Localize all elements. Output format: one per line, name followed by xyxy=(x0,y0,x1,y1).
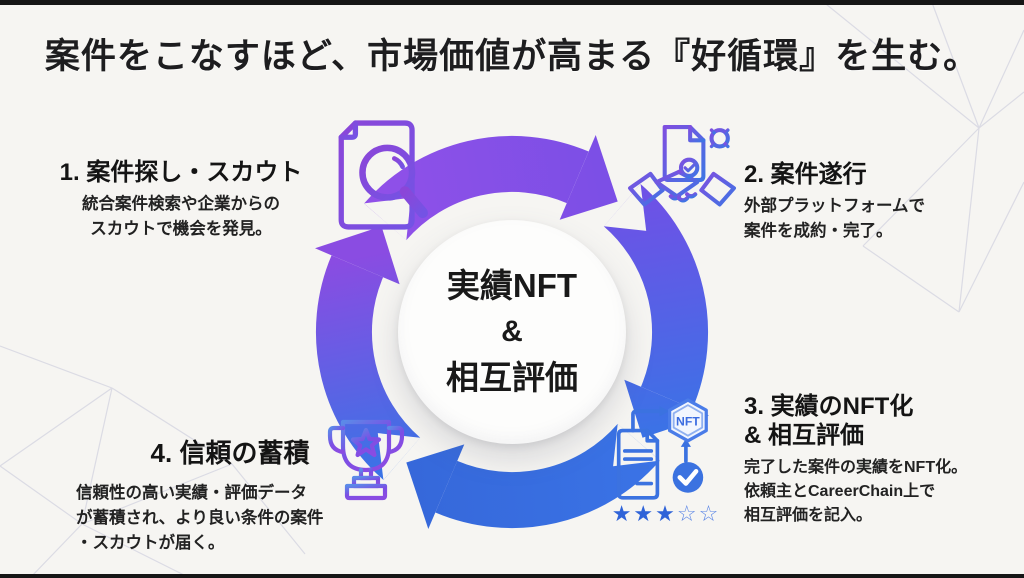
trophy-icon xyxy=(327,419,405,501)
rating-stars-empty: ☆☆ xyxy=(676,501,721,526)
mesh-decoration-bottom-left xyxy=(0,345,306,578)
step-2-desc-line-1: 外部プラットフォームで xyxy=(744,197,926,216)
step-3-heading-line-2: & 相互評価 xyxy=(744,422,864,450)
step-3-desc-line-1: 完了した案件の実績をNFT化。 xyxy=(744,458,968,476)
step-4-desc-line-1: 信頼性の高い実績・評価データ xyxy=(76,484,307,502)
step-3-description: 完了した案件の実績をNFT化。 依頼主とCareerChain上で 相互評価を記… xyxy=(744,456,1016,528)
step-4-desc-line-3: ・スカウトが届く。 xyxy=(76,533,225,552)
step-2-block: 2. 案件遂行 外部プラットフォームで 案件を成約・完了。 xyxy=(744,160,1000,244)
step-2-description: 外部プラットフォームで 案件を成約・完了。 xyxy=(744,194,1000,244)
center-cycle-label: 実績NFT & 相互評価 xyxy=(398,220,626,444)
step-4-desc-lines: 信頼性の高い実績・評価データ が蓄積され、より良い条件の案件 ・スカウトが届く。 xyxy=(76,481,376,555)
step-3-block: 3. 実績のNFT化 & 相互評価 完了した案件の実績をNFT化。 依頼主とCa… xyxy=(744,392,1016,528)
center-line-1: 実績NFT xyxy=(446,267,578,305)
step-3-desc-line-3: 相互評価を記入。 xyxy=(744,506,873,524)
step-3-heading: 3. 実績のNFT化 & 相互評価 xyxy=(744,392,1016,451)
bottom-edge-bar xyxy=(0,574,1024,578)
step-1-description: 統合案件検索や企業からの スカウトで機会を発見。 xyxy=(38,192,324,242)
step-4-heading-block: 4. 信頼の蓄積 xyxy=(100,438,360,470)
step-2-heading: 2. 案件遂行 xyxy=(744,161,867,188)
page-title: 案件をこなすほど、市場価値が高まる『好循環』を生む。 xyxy=(44,37,980,76)
mesh-decoration-top-right xyxy=(820,0,1024,313)
step-3-desc-line-2: 依頼主とCareerChain上で xyxy=(744,482,936,500)
rating-stars-filled: ★★★ xyxy=(611,501,677,526)
step-4-desc-line-2: が蓄積され、より良い条件の案件 xyxy=(76,508,324,527)
step-4-heading: 4. 信頼の蓄積 xyxy=(150,438,310,468)
step-1-desc-line-2: スカウトで機会を発見。 xyxy=(90,220,272,239)
center-line-2: & xyxy=(501,315,523,349)
step-4-description: 信頼性の高い実績・評価データ が蓄積され、より良い条件の案件 ・スカウトが届く。 xyxy=(76,476,376,555)
step-1-desc-line-1: 統合案件検索や企業からの xyxy=(82,195,280,214)
nft-badge-label: NFT xyxy=(676,414,700,428)
cycle-arrow-top xyxy=(364,135,618,241)
handshake-gear-icon xyxy=(628,124,736,207)
center-line-3: 相互評価 xyxy=(446,358,578,396)
step-1-block: 1. 案件探し・スカウト 統合案件検索や企業からの スカウトで機会を発見。 xyxy=(38,158,324,242)
step-3-heading-line-1: 3. 実績のNFT化 xyxy=(744,393,914,420)
step-1-heading: 1. 案件探し・スカウト xyxy=(59,159,303,186)
document-search-icon xyxy=(338,120,428,230)
nft-mint-icon: NFT xyxy=(616,398,708,500)
rating-stars: ★★★☆☆ xyxy=(606,503,726,525)
top-edge-bar xyxy=(0,0,1024,5)
step-2-desc-line-2: 案件を成約・完了。 xyxy=(744,222,893,241)
